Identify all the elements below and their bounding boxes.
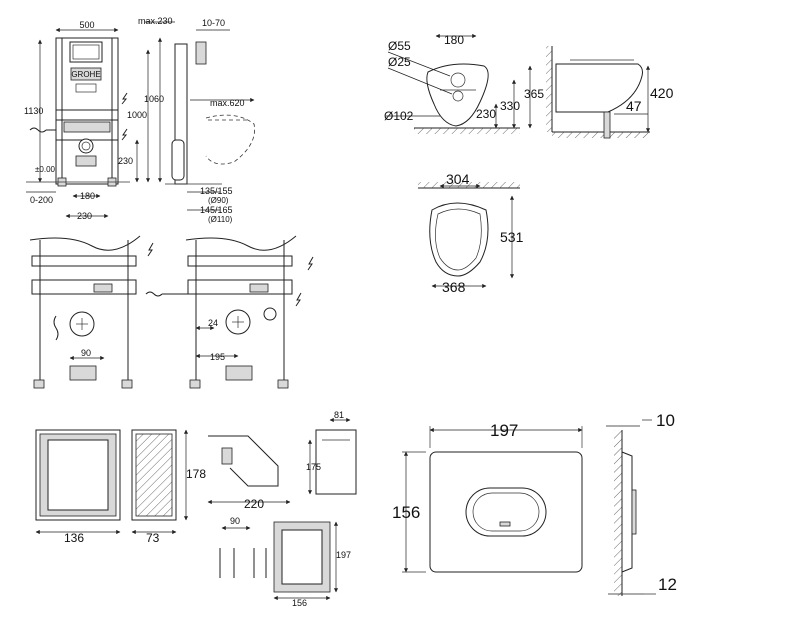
installation-frame-drawing: GROHE 500 1130 max.230 1060 1000 230 ±0.… xyxy=(24,16,255,224)
dim-width-136: 136 xyxy=(64,531,84,545)
dim-height-230: 230 xyxy=(476,107,496,121)
dim-height-1060: 1060 xyxy=(144,94,164,104)
dim-offset-195: 195 xyxy=(210,352,225,362)
dim-width-368: 368 xyxy=(442,279,466,295)
dim-bowl-width-180: 180 xyxy=(444,33,464,47)
dim-range-0-200: 0-200 xyxy=(30,195,53,205)
dim-offset-24: 24 xyxy=(208,318,218,328)
installation-view-right: 24 195 xyxy=(145,235,314,389)
flush-plate-side: 10 12 xyxy=(606,411,677,596)
electric-icon xyxy=(147,242,154,257)
toilet-front-view: 180 Ø55 Ø25 Ø102 365 330 230 xyxy=(384,33,544,134)
dim-width-73: 73 xyxy=(146,531,160,545)
water-inlet-icon xyxy=(145,291,163,297)
dim-max-620: max.620 xyxy=(210,98,245,108)
dim-width-156: 156 xyxy=(292,598,307,608)
dim-height-178: 178 xyxy=(186,467,206,481)
dim-width-304: 304 xyxy=(446,171,470,187)
dim-height-330: 330 xyxy=(500,99,520,113)
brand-logo-text: GROHE xyxy=(71,70,100,79)
dim-height-47: 47 xyxy=(626,98,642,114)
dim-width-180: 180 xyxy=(80,191,95,201)
dim-dia-25: Ø25 xyxy=(388,55,411,69)
dim-width-81: 81 xyxy=(334,410,344,420)
flush-buttons xyxy=(465,487,547,537)
dim-plate-depth-12: 12 xyxy=(658,575,677,594)
dim-plate-depth-10: 10 xyxy=(656,411,675,430)
dim-height-197: 197 xyxy=(336,550,351,560)
dim-dia-102: Ø102 xyxy=(384,109,414,123)
electrical-box xyxy=(93,283,113,293)
electric-icon-2 xyxy=(307,256,314,271)
dim-length-220: 220 xyxy=(244,497,264,511)
dim-height-420: 420 xyxy=(650,85,674,101)
brand-logo-plate xyxy=(70,67,102,81)
dim-145-165: 145/165 xyxy=(200,205,233,215)
dim-dia-55: Ø55 xyxy=(388,39,411,53)
dim-135-155: 135/155 xyxy=(200,186,233,196)
dim-frame-height: 1130 xyxy=(24,106,43,116)
dim-range-10-70: 10-70 xyxy=(202,18,225,28)
dim-length-531: 531 xyxy=(500,229,524,245)
dim-plate-width-197: 197 xyxy=(490,421,518,440)
flush-plate-front: 197 156 xyxy=(392,421,583,573)
dim-height-175: 175 xyxy=(306,462,321,472)
dim-height-1000: 1000 xyxy=(127,110,147,120)
dim-dia-90: (Ø90) xyxy=(208,196,229,205)
dim-max-depth: max.230 xyxy=(138,16,173,26)
accessories-drawing: 136 73 178 220 81 175 90 197 156 xyxy=(35,410,357,608)
dim-plate-height-156: 156 xyxy=(392,503,420,522)
dim-offset-90: 90 xyxy=(81,348,91,358)
dim-spacing-90: 90 xyxy=(230,516,240,526)
dim-width-230: 230 xyxy=(77,211,92,221)
dim-dia-110: (Ø110) xyxy=(208,215,233,224)
dim-floor-zero: ±0.00 xyxy=(35,165,56,174)
installation-view-left: 90 xyxy=(29,235,154,389)
toilet-top-view: 304 531 368 xyxy=(418,171,524,295)
dim-frame-width: 500 xyxy=(79,20,94,30)
toilet-side-view: 420 47 xyxy=(546,46,674,139)
dim-height-230: 230 xyxy=(118,156,133,166)
electric-icon-3 xyxy=(295,292,302,307)
dim-height-365: 365 xyxy=(524,87,544,101)
